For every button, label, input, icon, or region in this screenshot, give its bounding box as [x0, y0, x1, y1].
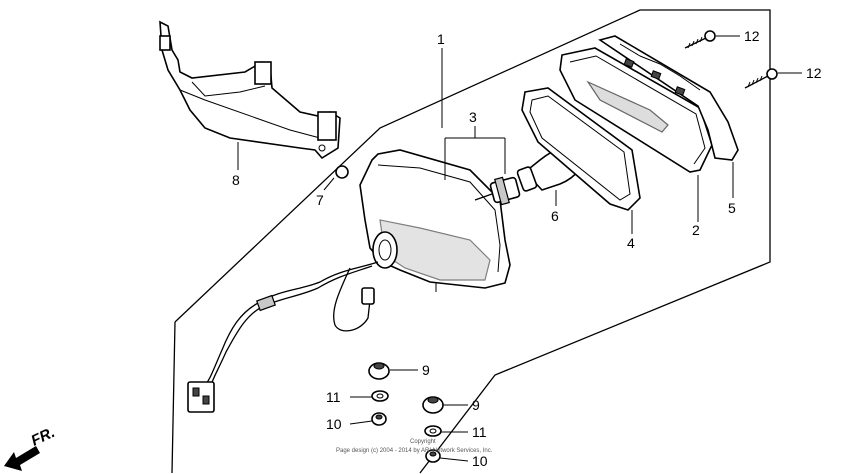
callout-6: 6 — [551, 208, 559, 224]
washer-part-11-left[interactable] — [371, 390, 389, 402]
copyright-line-1: Copyright — [410, 439, 436, 445]
callout-4: 4 — [627, 235, 635, 251]
outer-lens-part[interactable] — [598, 35, 739, 161]
leader-lines — [237, 35, 802, 462]
callout-11-left: 11 — [326, 389, 341, 405]
callout-9-left: 9 — [422, 362, 430, 378]
callout-12-lower: 12 — [806, 65, 822, 81]
callout-7: 7 — [316, 192, 324, 208]
nut-part-10-right[interactable] — [425, 449, 441, 463]
front-direction-label: FR. — [29, 424, 58, 450]
callout-1: 1 — [437, 31, 445, 47]
callout-10-left: 10 — [326, 416, 342, 432]
bracket-part[interactable] — [159, 20, 341, 160]
nut-part-9-left[interactable] — [368, 362, 390, 380]
assembly-boundary-frame — [174, 9, 771, 474]
washer-part-11-right[interactable] — [424, 425, 442, 437]
grommet-part[interactable] — [335, 165, 349, 179]
callout-11-right: 11 — [472, 424, 487, 440]
front-direction-indicator: FR. — [4, 424, 58, 471]
assembly-boundary-left — [171, 321, 176, 474]
front-arrow-icon — [4, 446, 40, 471]
lens-part[interactable] — [559, 47, 713, 173]
callout-9-right: 9 — [472, 397, 480, 413]
nut-part-10-left[interactable] — [371, 412, 387, 426]
screw-part-lower[interactable] — [744, 68, 778, 89]
callout-5: 5 — [728, 200, 736, 216]
housing-part[interactable] — [359, 149, 511, 292]
callout-3: 3 — [469, 109, 477, 125]
screw-part-upper[interactable] — [684, 30, 716, 49]
socket-part[interactable] — [474, 176, 521, 206]
callout-2: 2 — [692, 222, 700, 238]
callout-10-right: 10 — [472, 453, 488, 469]
callout-8: 8 — [232, 172, 240, 188]
callout-12-upper: 12 — [744, 28, 760, 44]
nut-part-9-right[interactable] — [422, 396, 444, 414]
wire-harness[interactable] — [187, 261, 379, 413]
gasket-part[interactable] — [521, 87, 641, 211]
copyright-line-2: Page design (c) 2004 - 2014 by ARI Netwo… — [336, 448, 493, 454]
